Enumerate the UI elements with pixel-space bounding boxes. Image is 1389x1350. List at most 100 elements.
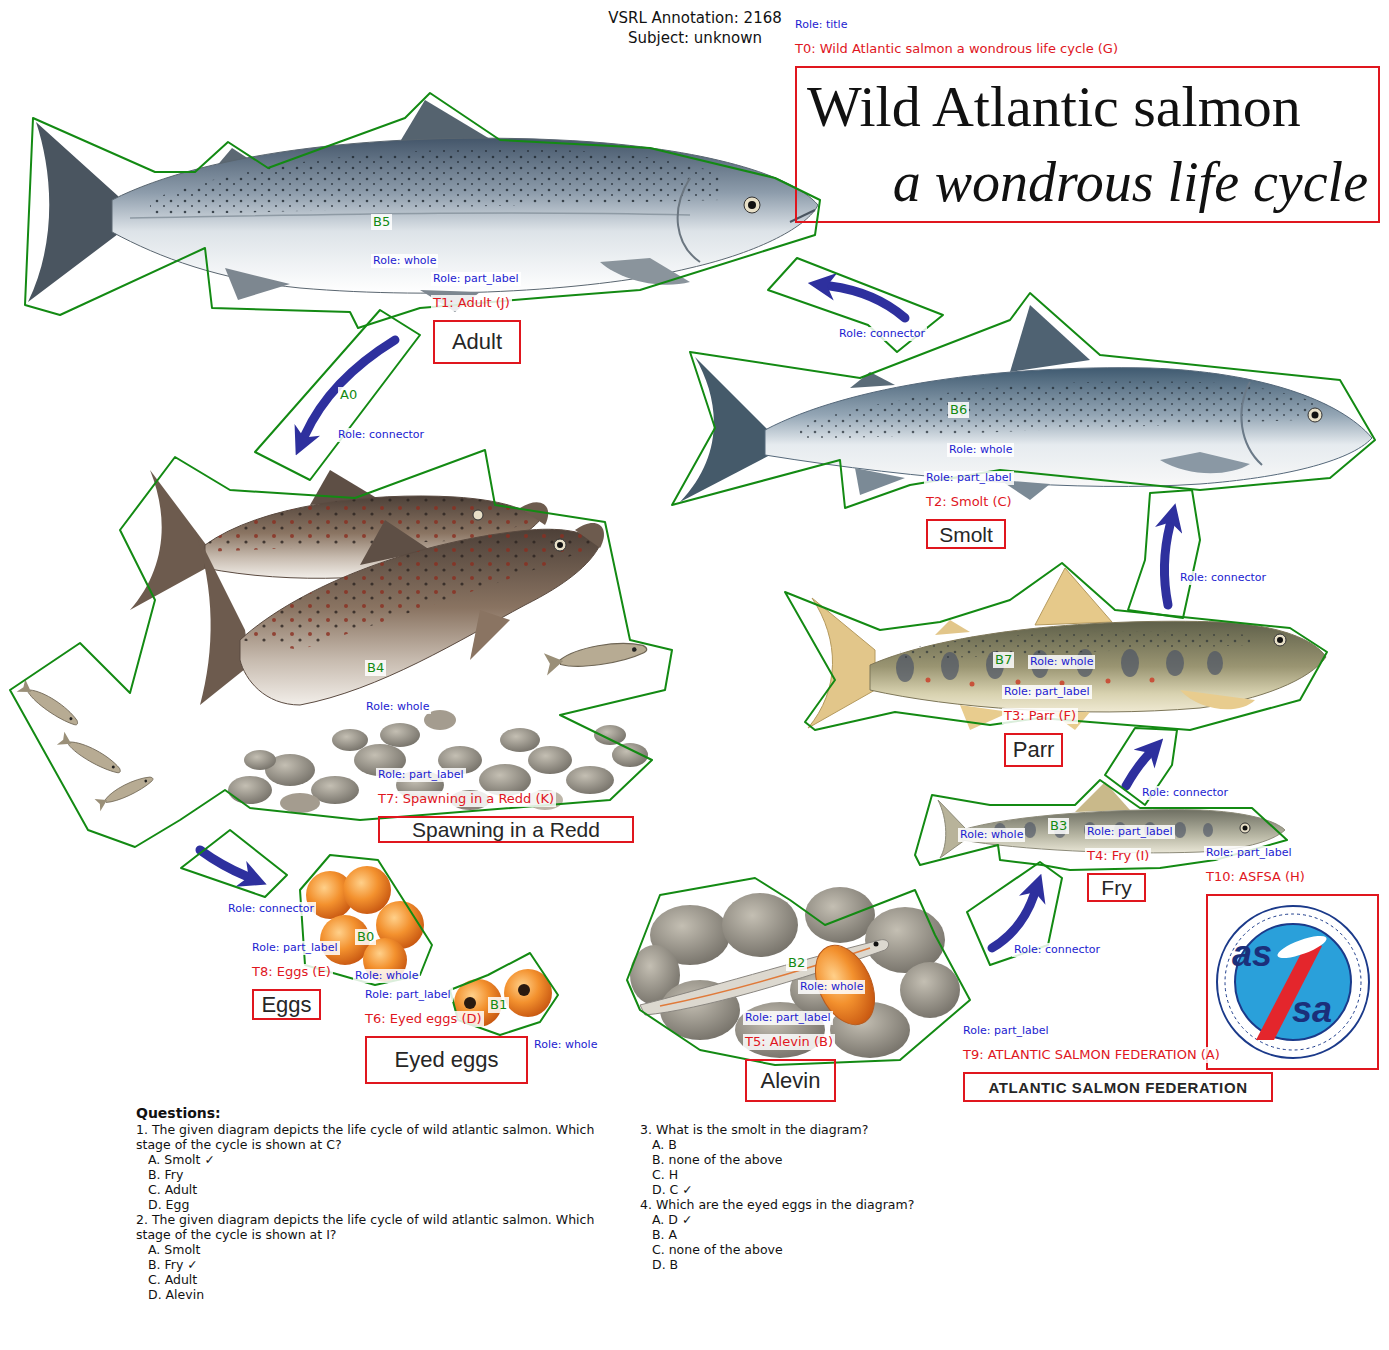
annotation-id: B6 xyxy=(948,402,969,418)
smolt-illustration xyxy=(855,468,905,495)
question-text: 3. What is the smolt in the diagram? xyxy=(640,1122,1380,1137)
role-tag: Role: connector xyxy=(1178,571,1268,585)
annotation-id: T2: Smolt (C) xyxy=(924,494,1014,510)
parr-illustration xyxy=(870,621,1326,712)
annotation-outline xyxy=(181,830,287,897)
stage-label: ATLANTIC SALMON FEDERATION xyxy=(969,1078,1267,1097)
parr-illustration xyxy=(926,678,931,683)
parr-illustration xyxy=(808,598,875,728)
adult-salmon-illustration xyxy=(744,197,760,213)
logo-text: sa xyxy=(1292,990,1332,1030)
label-outline: Adult xyxy=(433,320,521,364)
connector-outline: Role: connector xyxy=(1105,728,1177,805)
answer-option: C. none of the above xyxy=(640,1242,1380,1257)
answer-option: B. none of the above xyxy=(640,1152,1380,1167)
alevin-illustration xyxy=(805,887,875,943)
role-tag: Role: connector xyxy=(336,428,426,442)
role-tag: Role: part_label xyxy=(1085,825,1175,839)
spawning-salmon xyxy=(473,510,483,520)
role-tag: Role: part_label xyxy=(1002,685,1092,699)
answer-option: C. Adult xyxy=(136,1272,616,1287)
adult-salmon-illustration xyxy=(28,100,818,312)
annotation-outline xyxy=(672,293,1375,508)
smolt-illustration xyxy=(1308,408,1322,422)
parr-illustration xyxy=(970,682,975,687)
parr-illustration xyxy=(1150,678,1155,683)
question-text: 2. The given diagram depicts the life cy… xyxy=(136,1212,616,1242)
spawning-salmon xyxy=(575,523,604,548)
stage-label: Adult xyxy=(439,329,515,355)
smolt-illustration xyxy=(1312,412,1319,419)
adult-salmon-illustration xyxy=(225,268,290,300)
questions-column: Questions:1. The given diagram depicts t… xyxy=(136,1104,616,1302)
fry-illustration xyxy=(1024,822,1036,838)
role-tag: Role: part_label xyxy=(924,471,1014,485)
annotation-id: B7 xyxy=(993,652,1014,668)
federation-logo xyxy=(1217,906,1369,1058)
annotation-polygon xyxy=(10,450,672,847)
label-outline: Alevin xyxy=(745,1059,836,1102)
annotation-outline xyxy=(10,450,672,847)
label-outline: ATLANTIC SALMON FEDERATION xyxy=(963,1072,1273,1102)
role-tag: Role: whole xyxy=(947,443,1014,457)
annotation-id: T6: Eyed eggs (D) xyxy=(363,1011,484,1027)
life-cycle-arrows xyxy=(305,340,395,435)
stage-label-box: Role: part_labelT3: Parr (F)Parr xyxy=(1004,685,1092,767)
answer-option: C. H xyxy=(640,1167,1380,1182)
title-box: Role: titleT0: Wild Atlantic salmon a wo… xyxy=(795,18,1380,223)
small-fish xyxy=(57,732,124,779)
fry-illustration xyxy=(1203,823,1213,837)
role-tag: Role: part_label xyxy=(431,272,521,286)
role-tag: Role: part_label xyxy=(376,768,466,782)
annotation-id: B1 xyxy=(488,997,509,1013)
connector-outline: A0Role: connector xyxy=(255,310,420,480)
annotation-id: T10: ASFSA (H) xyxy=(1204,869,1307,885)
role-tag: Role: whole xyxy=(364,700,431,714)
gravel xyxy=(528,746,572,774)
connector-outline: Role: connector xyxy=(967,862,1062,965)
annotation-polygon xyxy=(255,310,420,480)
redd-illustration xyxy=(17,470,649,813)
label-outline: Spawning in a Redd xyxy=(378,816,634,843)
stage-label: a wondrous life cycle xyxy=(807,149,1368,215)
gravel xyxy=(566,766,614,794)
smolt-illustration xyxy=(1160,452,1250,473)
adult-salmon-illustration xyxy=(150,149,720,215)
life-cycle-arrows xyxy=(200,850,246,876)
annotation-polygon xyxy=(181,830,287,897)
parr-outline: B7Role: whole xyxy=(785,563,1327,730)
spawning-salmon xyxy=(240,529,600,650)
adult-salmon-illustration xyxy=(678,178,700,262)
annotation-id: B3 xyxy=(1048,818,1069,834)
federation-logo xyxy=(1275,932,1329,963)
eggs-illustration xyxy=(343,866,391,914)
annotation-id: T5: Alevin (B) xyxy=(743,1034,835,1050)
stage-label: Alevin xyxy=(751,1068,830,1094)
parr-illustration xyxy=(1106,679,1111,684)
gravel xyxy=(228,710,648,813)
connector-outline: Role: connector xyxy=(768,258,943,352)
life-cycle-arrows xyxy=(992,895,1034,948)
connector-outline: Role: connector xyxy=(181,830,287,897)
subtitle: Subject: unknown xyxy=(395,28,995,48)
adult-salmon-illustration xyxy=(748,201,756,209)
annotation-id: B5 xyxy=(371,214,392,230)
stage-label: Eyed eggs xyxy=(371,1047,522,1073)
alevin-illustration xyxy=(630,887,960,1058)
spawning-salmon xyxy=(240,529,600,705)
stage-label-box: Role: part_labelT7: Spawning in a Redd (… xyxy=(378,768,634,843)
answer-option: D. Egg xyxy=(136,1197,616,1212)
annotation-id: B2 xyxy=(786,955,807,971)
label-outline: Eyed eggs xyxy=(365,1036,528,1084)
annotation-id: B4 xyxy=(365,660,386,676)
annotation-id: T0: Wild Atlantic salmon a wondrous life… xyxy=(793,41,1120,57)
answer-option: C. Adult xyxy=(136,1182,616,1197)
label-outline: Smolt xyxy=(926,519,1006,549)
smolt-illustration xyxy=(850,372,895,388)
annotation-polygon xyxy=(672,293,1375,508)
stage-label-box: Role: part_labelT9: ATLANTIC SALMON FEDE… xyxy=(963,1024,1273,1102)
questions-column: 3. What is the smolt in the diagram?A. B… xyxy=(640,1122,1380,1272)
parr-illustration xyxy=(1277,637,1283,643)
label-outline: Wild Atlantic salmona wondrous life cycl… xyxy=(795,66,1380,223)
